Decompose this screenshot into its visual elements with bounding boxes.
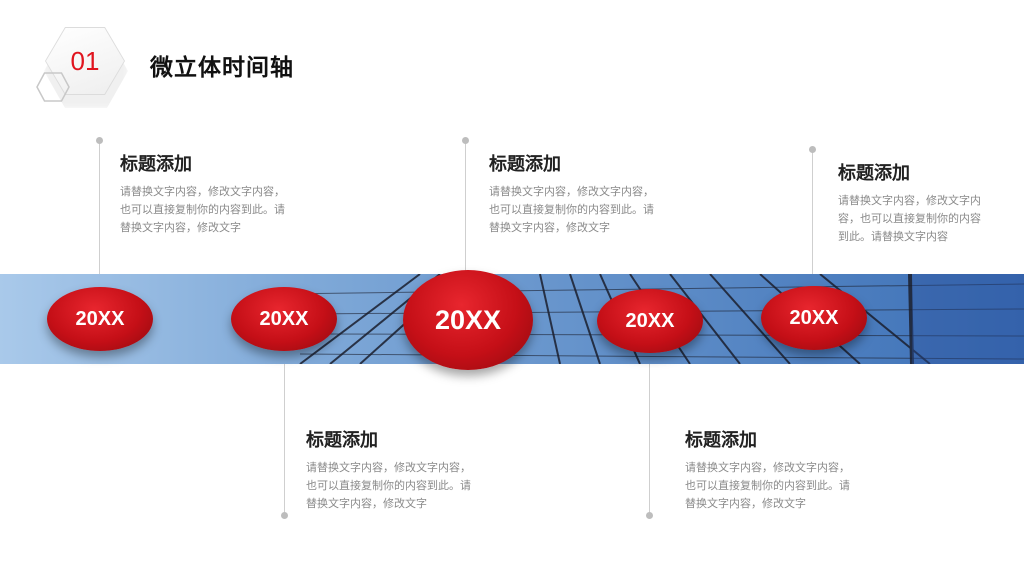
- connector-line-1: [99, 141, 100, 274]
- item-2-text-line: 请替换文字内容，修改文字内容，: [306, 461, 471, 474]
- item-5-title: 标题添加: [838, 163, 910, 184]
- item-5-text: 请替换文字内容，修改文字内 容，也可以直接复制你的内容 到此。请替换文字内容: [838, 192, 981, 246]
- item-4-text-line: 也可以直接复制你的内容到此。请: [685, 479, 850, 492]
- item-4-text-line: 请替换文字内容，修改文字内容，: [685, 461, 850, 474]
- item-2-text-line: 替换文字内容，修改文字: [306, 497, 427, 510]
- timeline-node-5[interactable]: 20XX: [761, 286, 867, 350]
- timeline-node-3[interactable]: 20XX: [403, 270, 533, 370]
- item-5-text-line: 到此。请替换文字内容: [838, 230, 948, 243]
- connector-line-4: [649, 364, 650, 516]
- item-2-text-line: 也可以直接复制你的内容到此。请: [306, 479, 471, 492]
- item-3-text: 请替换文字内容，修改文字内容， 也可以直接复制你的内容到此。请 替换文字内容，修…: [489, 183, 654, 237]
- item-1-text-line: 替换文字内容，修改文字: [120, 221, 241, 234]
- item-3-text-line: 替换文字内容，修改文字: [489, 221, 610, 234]
- item-3-text-line: 也可以直接复制你的内容到此。请: [489, 203, 654, 216]
- item-1-text-line: 也可以直接复制你的内容到此。请: [120, 203, 285, 216]
- item-2-text: 请替换文字内容，修改文字内容， 也可以直接复制你的内容到此。请 替换文字内容，修…: [306, 459, 471, 513]
- connector-dot-1: [96, 137, 103, 144]
- item-4-title: 标题添加: [685, 430, 757, 451]
- timeline-node-4[interactable]: 20XX: [597, 289, 703, 353]
- hexagon-icon: [46, 28, 124, 94]
- item-3-text-line: 请替换文字内容，修改文字内容，: [489, 185, 654, 198]
- item-1-title: 标题添加: [120, 154, 192, 175]
- small-hexagon-icon: [36, 72, 70, 102]
- connector-line-2: [284, 364, 285, 516]
- connector-dot-5: [809, 146, 816, 153]
- item-4-text-line: 替换文字内容，修改文字: [685, 497, 806, 510]
- item-2-title: 标题添加: [306, 430, 378, 451]
- connector-dot-2: [281, 512, 288, 519]
- section-number-badge: 01: [36, 24, 136, 114]
- item-1-text-line: 请替换文字内容，修改文字内容，: [120, 185, 285, 198]
- connector-line-5: [812, 150, 813, 274]
- connector-line-3: [465, 141, 466, 274]
- connector-dot-3: [462, 137, 469, 144]
- timeline-node-1[interactable]: 20XX: [47, 287, 153, 351]
- item-3-title: 标题添加: [489, 154, 561, 175]
- item-5-text-line: 容，也可以直接复制你的内容: [838, 212, 981, 225]
- item-4-text: 请替换文字内容，修改文字内容， 也可以直接复制你的内容到此。请 替换文字内容，修…: [685, 459, 850, 513]
- item-5-text-line: 请替换文字内容，修改文字内: [838, 194, 981, 207]
- timeline-node-2[interactable]: 20XX: [231, 287, 337, 351]
- page-title: 微立体时间轴: [150, 55, 294, 81]
- connector-dot-4: [646, 512, 653, 519]
- section-number: 01: [70, 45, 100, 76]
- item-1-text: 请替换文字内容，修改文字内容， 也可以直接复制你的内容到此。请 替换文字内容，修…: [120, 183, 285, 237]
